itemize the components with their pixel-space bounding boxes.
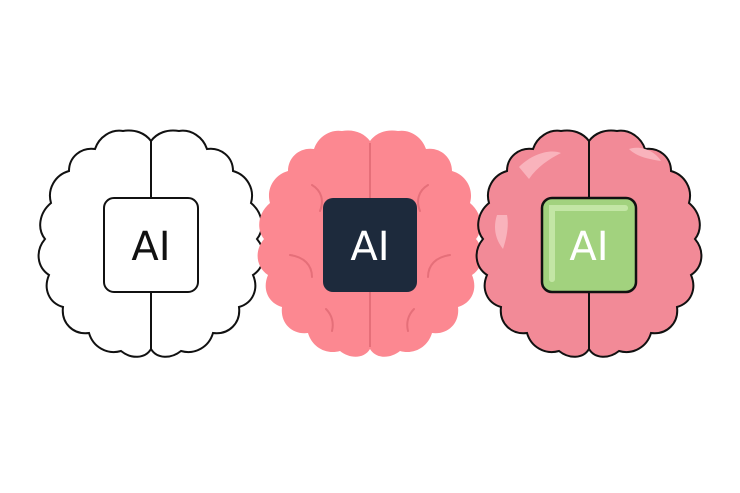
chip-frame — [103, 197, 199, 293]
chip-frame — [323, 198, 417, 292]
brain-fold-right — [406, 184, 451, 332]
chip-frame — [540, 196, 638, 294]
chip-label: AI — [350, 224, 389, 270]
filled-outline-brain-ai-icon: AI — [475, 129, 703, 358]
chip-label: AI — [131, 224, 170, 270]
outline-brain-ai-icon: AI — [37, 129, 265, 358]
flat-brain-ai-icon: AI — [257, 130, 483, 357]
brain-fold-left — [289, 184, 334, 332]
chip-label: AI — [569, 224, 608, 270]
